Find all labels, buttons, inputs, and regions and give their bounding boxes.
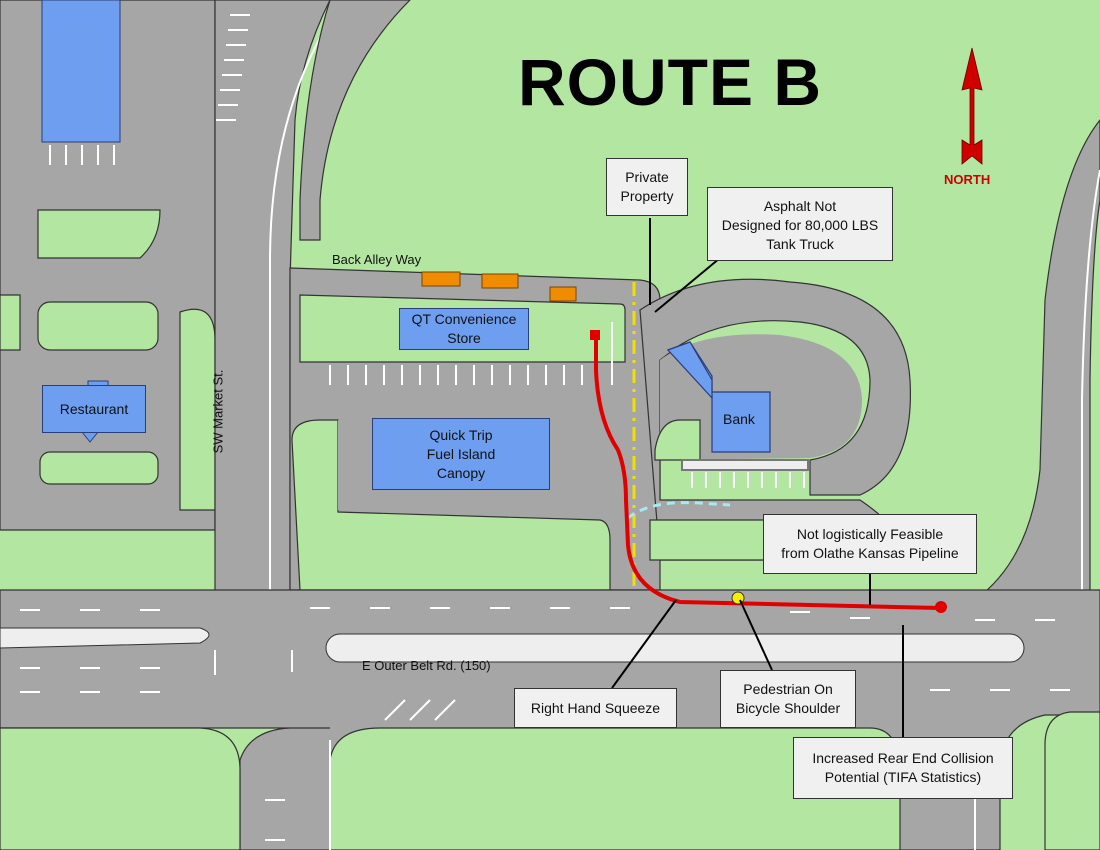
proposed-drive — [627, 501, 731, 520]
right-road-lane — [1081, 169, 1100, 600]
route-end-marker — [935, 601, 947, 613]
left-lot-islands — [0, 209, 216, 511]
pedestrian-marker — [731, 591, 745, 605]
bank-lower-island — [649, 519, 771, 561]
fuel-canopy-building: Quick Trip Fuel Island Canopy — [372, 418, 550, 490]
collision-callout: Increased Rear End Collision Potential (… — [793, 737, 1013, 799]
right-median — [325, 633, 1025, 663]
lower-left-grass — [0, 727, 241, 850]
bank-island — [654, 419, 701, 461]
right-hand-squeeze-callout: Right Hand Squeeze — [514, 688, 677, 728]
lower-right-grass — [1044, 711, 1100, 850]
truck-route-path — [594, 338, 941, 610]
belt-lane-marks — [20, 607, 1070, 850]
north-label: NORTH — [944, 172, 991, 187]
private-property-callout: Private Property — [606, 158, 688, 216]
bank-drive-loop — [639, 278, 912, 561]
left-median — [0, 627, 210, 649]
upper-curve-road — [299, 0, 411, 241]
asphalt-callout: Asphalt Not Designed for 80,000 LBS Tank… — [707, 187, 893, 261]
alley-parking-stalls — [421, 271, 577, 302]
qt-lower-island — [291, 419, 611, 591]
sw-market-label: SW Market St. — [210, 369, 226, 454]
pedestrian-callout: Pedestrian On Bicycle Shoulder — [720, 670, 856, 728]
callout-leaders — [611, 218, 904, 737]
north-arrow-icon — [961, 47, 983, 165]
restaurant-building: Restaurant — [42, 385, 146, 433]
bank-building-wing — [666, 341, 713, 400]
qt-store-building: QT Convenience Store — [399, 308, 529, 350]
market-st-lane — [269, 19, 331, 600]
route-start-marker — [590, 330, 600, 340]
logistics-callout: Not logistically Feasible from Olathe Ka… — [763, 514, 977, 574]
back-alley-label: Back Alley Way — [332, 252, 422, 267]
right-side-road — [973, 119, 1100, 601]
outer-belt-label: E Outer Belt Rd. (150) — [362, 658, 491, 673]
curve-stall-marks — [216, 14, 250, 121]
qt-stall-marks — [318, 322, 613, 496]
map-title: ROUTE B — [518, 45, 822, 119]
bank-label: Bank — [723, 411, 755, 427]
top-left-building — [41, 0, 121, 143]
